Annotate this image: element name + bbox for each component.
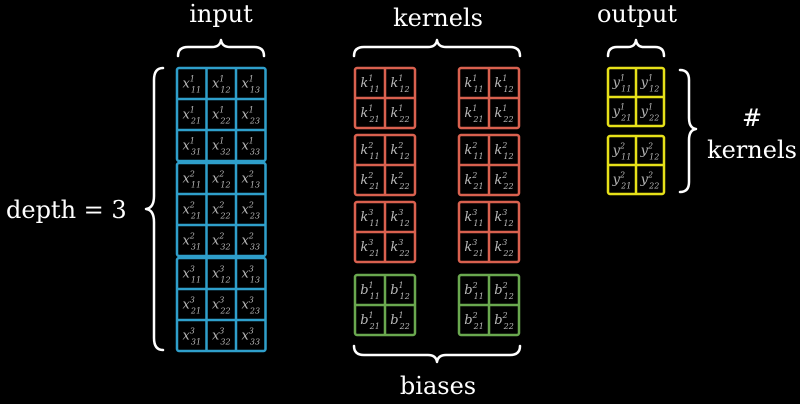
input-slice-3-border xyxy=(175,256,267,353)
input-slice-2-border xyxy=(175,161,267,258)
input-slice-1-border xyxy=(175,66,267,163)
kernels-count-label: kernels xyxy=(707,136,797,164)
output-label: output xyxy=(597,0,677,28)
depth-label: depth = 3 xyxy=(6,196,127,224)
depth-brace xyxy=(144,66,165,352)
output-count-brace xyxy=(678,68,698,194)
input-brace xyxy=(176,38,266,58)
hash-label: # xyxy=(742,104,762,132)
output-brace xyxy=(606,38,666,58)
kernels-label: kernels xyxy=(393,4,483,32)
kernels-brace xyxy=(352,38,522,58)
biases-label: biases xyxy=(400,372,476,400)
braces xyxy=(144,38,698,364)
biases-brace xyxy=(352,344,522,364)
input-label: input xyxy=(189,0,253,28)
